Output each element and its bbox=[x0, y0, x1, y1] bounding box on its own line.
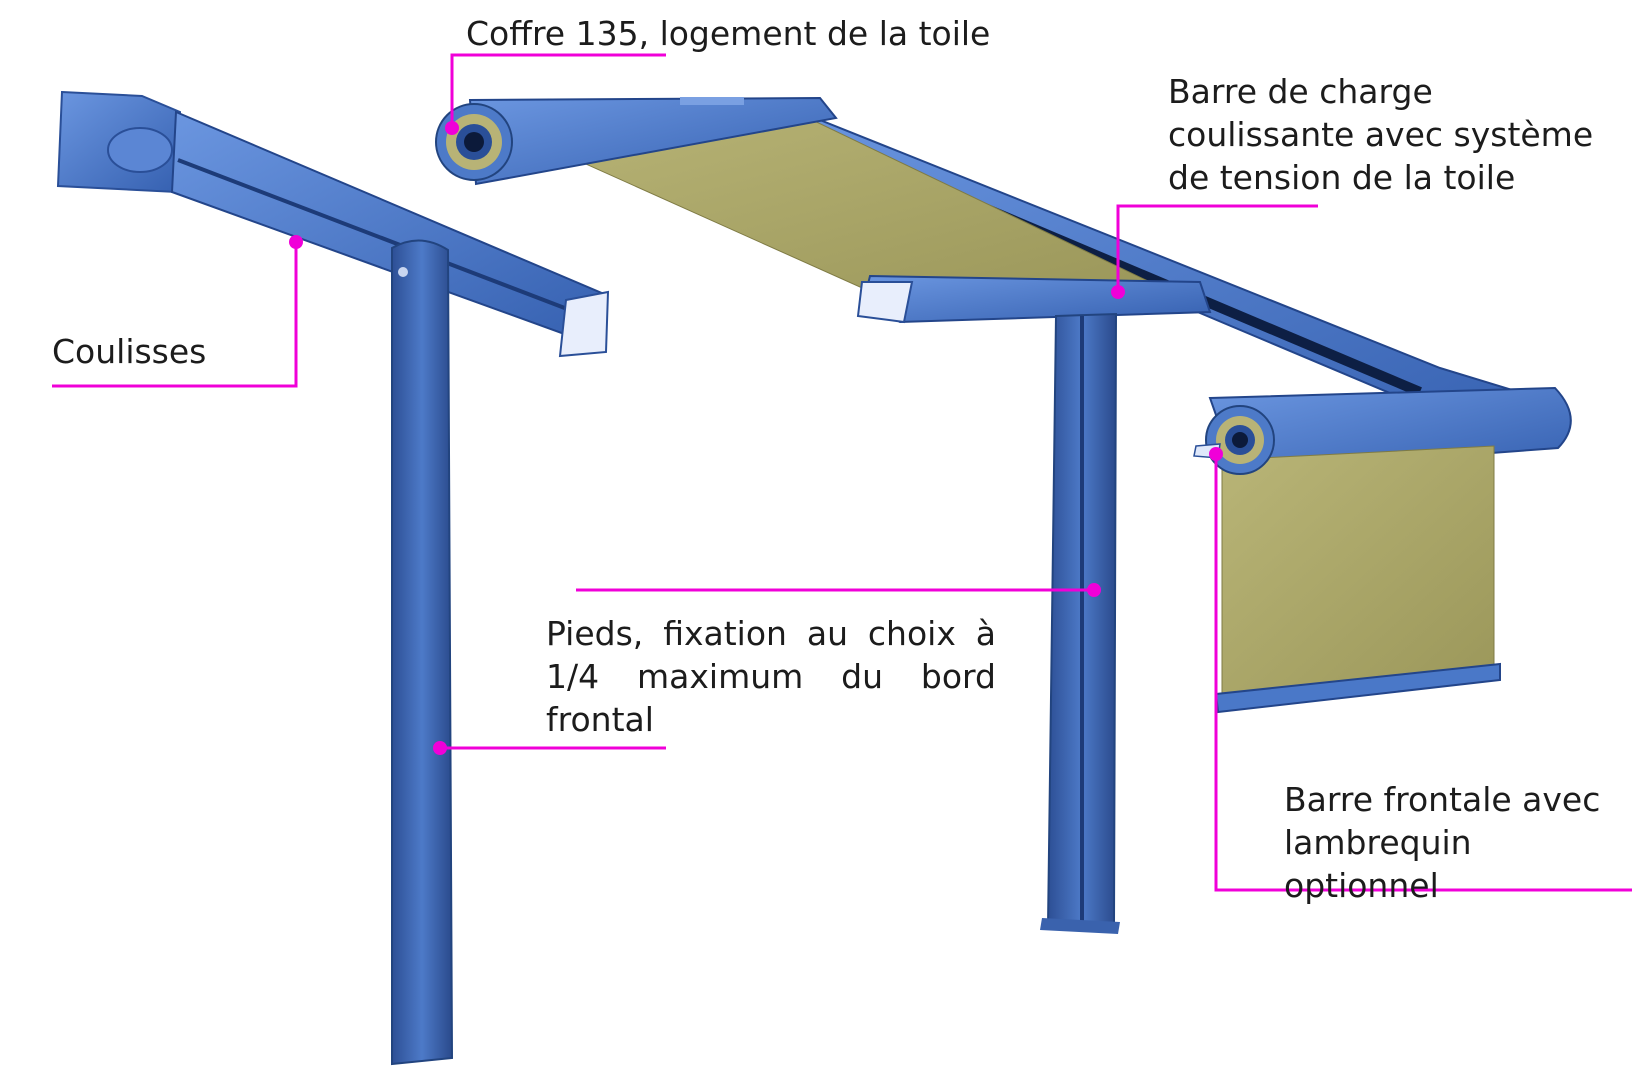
left-rail-groove bbox=[177, 158, 597, 322]
label-barre-frontale: Barre frontale avec lambrequin optionnel bbox=[1284, 780, 1601, 905]
left-rail bbox=[56, 90, 610, 358]
callout-coulisses-line bbox=[52, 242, 298, 388]
left-leg bbox=[391, 239, 454, 1066]
callout-barre-frontale-line bbox=[1214, 454, 1632, 892]
callout-dots bbox=[289, 121, 1223, 755]
right-leg bbox=[1040, 312, 1120, 934]
label-coffre: Coffre 135, logement de la toile bbox=[466, 14, 991, 53]
sliding-load-bar bbox=[856, 274, 1212, 324]
callout-coffre-line bbox=[450, 53, 666, 126]
label-coulisses: Coulisses bbox=[52, 332, 207, 371]
callouts bbox=[52, 53, 1632, 892]
front-bar bbox=[1193, 386, 1572, 714]
cassette-box bbox=[435, 96, 838, 186]
valance-fabric bbox=[1221, 445, 1495, 695]
bracket-cap bbox=[107, 127, 173, 173]
label-barre-charge: Barre de charge coulissante avec système… bbox=[1168, 72, 1594, 197]
label-pieds: Pieds, fixation au choix à 1/4 maximum d… bbox=[546, 614, 996, 739]
callout-barre-charge-line bbox=[1116, 204, 1318, 290]
left-rail-end-profile bbox=[558, 290, 610, 358]
